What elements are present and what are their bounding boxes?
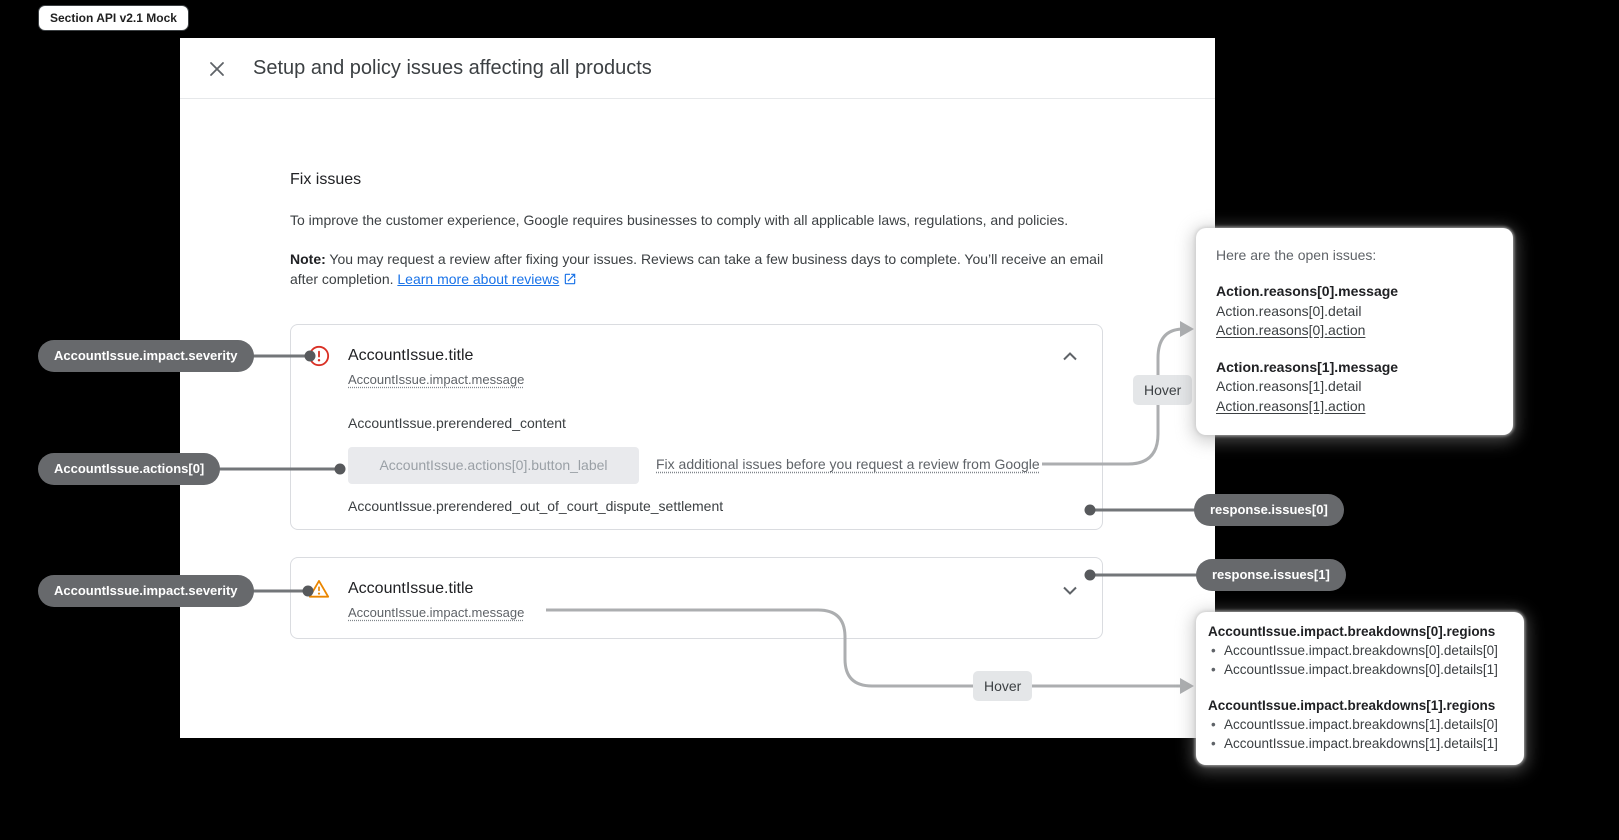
breakdown-detail: AccountIssue.impact.breakdowns[0].detail… xyxy=(1208,641,1512,660)
annotation-pill-severity-2: AccountIssue.impact.severity xyxy=(38,575,254,607)
external-link-icon xyxy=(563,271,577,291)
reason-message: Action.reasons[0].message xyxy=(1216,283,1399,299)
warning-icon xyxy=(308,578,330,600)
tooltip-title: Here are the open issues: xyxy=(1216,247,1377,263)
breakdown-group: AccountIssue.impact.breakdowns[0].region… xyxy=(1208,622,1512,679)
issue-card-error: AccountIssue.title AccountIssue.impact.m… xyxy=(290,324,1103,530)
annotation-pill-severity-1: AccountIssue.impact.severity xyxy=(38,340,254,372)
issues-dialog: Setup and policy issues affecting all pr… xyxy=(180,38,1215,738)
mock-version-badge: Section API v2.1 Mock xyxy=(38,5,189,31)
breakdown-detail: AccountIssue.impact.breakdowns[1].detail… xyxy=(1208,734,1512,753)
annotation-pill-issues-1: response.issues[1] xyxy=(1196,559,1346,591)
close-icon xyxy=(208,62,226,81)
expand-button[interactable] xyxy=(1058,578,1082,602)
breakdown-detail: AccountIssue.impact.breakdowns[0].detail… xyxy=(1208,660,1512,679)
error-icon xyxy=(308,345,330,367)
breakdown-details-list: AccountIssue.impact.breakdowns[1].detail… xyxy=(1208,715,1512,753)
collapse-button[interactable] xyxy=(1058,345,1082,369)
close-button[interactable] xyxy=(208,60,226,78)
issue-title: AccountIssue.title xyxy=(348,347,474,364)
reason-detail: Action.reasons[0].detail xyxy=(1216,302,1362,319)
annotation-pill-issues-0: response.issues[0] xyxy=(1194,494,1344,526)
chevron-up-icon xyxy=(1058,352,1082,372)
reason-message: Action.reasons[1].message xyxy=(1216,358,1399,375)
open-issues-tooltip: Here are the open issues: Action.reasons… xyxy=(1196,228,1513,435)
issue-impact-message[interactable]: AccountIssue.impact.message xyxy=(348,372,525,387)
annotation-pill-actions: AccountIssue.actions[0] xyxy=(38,453,221,485)
hover-badge-2: Hover xyxy=(973,671,1033,701)
breakdown-regions: AccountIssue.impact.breakdowns[1].region… xyxy=(1208,698,1496,713)
reason-group: Action.reasons[1].message Action.reasons… xyxy=(1216,358,1493,417)
note-label: Note: xyxy=(290,251,326,267)
intro-paragraph: To improve the customer experience, Goog… xyxy=(290,212,1069,228)
issue-impact-message[interactable]: AccountIssue.impact.message xyxy=(348,605,525,620)
issue-action-button[interactable]: AccountIssue.actions[0].button_label xyxy=(348,447,639,484)
hover-badge-1: Hover xyxy=(1133,375,1193,405)
issue-title: AccountIssue.title xyxy=(348,580,474,597)
dialog-title: Setup and policy issues affecting all pr… xyxy=(253,57,652,79)
fix-issues-heading: Fix issues xyxy=(290,171,362,188)
breakdowns-tooltip: AccountIssue.impact.breakdowns[0].region… xyxy=(1196,612,1524,765)
chevron-down-icon xyxy=(1058,586,1082,605)
reason-detail: Action.reasons[1].detail xyxy=(1216,378,1362,394)
issue-card-warning: AccountIssue.title AccountIssue.impact.m… xyxy=(290,557,1103,639)
dialog-header: Setup and policy issues affecting all pr… xyxy=(180,38,1215,99)
note-paragraph: Note: You may request a review after fix… xyxy=(290,249,1112,291)
dispute-settlement-text: AccountIssue.prerendered_out_of_court_di… xyxy=(348,498,724,514)
reason-group: Action.reasons[0].message Action.reasons… xyxy=(1216,282,1493,341)
learn-more-link[interactable]: Learn more about reviews xyxy=(397,271,560,287)
breakdown-regions: AccountIssue.impact.breakdowns[0].region… xyxy=(1208,624,1496,639)
breakdown-details-list: AccountIssue.impact.breakdowns[0].detail… xyxy=(1208,641,1512,679)
reason-action-link: Action.reasons[0].action xyxy=(1216,322,1366,338)
prerendered-content: AccountIssue.prerendered_content xyxy=(348,415,566,431)
breakdown-group: AccountIssue.impact.breakdowns[1].region… xyxy=(1208,696,1512,753)
fix-additional-issues-link[interactable]: Fix additional issues before you request… xyxy=(656,456,1040,472)
breakdown-detail: AccountIssue.impact.breakdowns[1].detail… xyxy=(1208,715,1512,734)
reason-action-link: Action.reasons[1].action xyxy=(1216,397,1366,414)
note-body: You may request a review after fixing yo… xyxy=(290,251,1104,287)
